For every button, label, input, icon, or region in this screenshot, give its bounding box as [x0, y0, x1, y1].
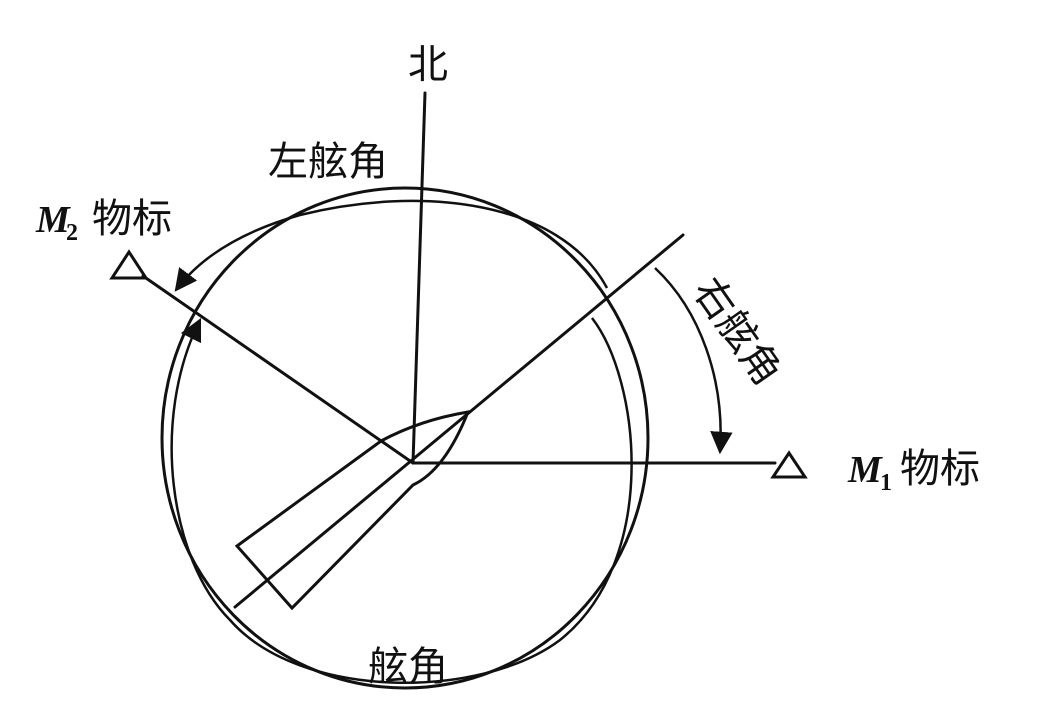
m2-label-sub: 2: [66, 220, 78, 246]
bearing-circle: [160, 186, 650, 690]
heading-line: [233, 233, 685, 609]
port-angle-arc: [174, 199, 609, 292]
m1-label-letter: M: [847, 449, 883, 491]
m1-label-text: 物标: [900, 446, 980, 491]
ship-hull: [234, 410, 471, 611]
starboard-angle-arc: [654, 267, 733, 455]
m2-label-letter: M: [35, 199, 71, 241]
bow-angle-label: 舷角: [368, 644, 448, 689]
north-label: 北: [408, 42, 448, 87]
bow-angle-arc: [170, 317, 633, 684]
m1-triangle-icon: [770, 450, 808, 479]
m2-label-text: 物标: [92, 196, 172, 241]
m2-triangle-icon: [109, 249, 149, 280]
m2-bearing-line: [141, 274, 415, 465]
m1-label-sub: 1: [880, 470, 892, 496]
north-line: [411, 91, 427, 465]
port-angle-label: 左舷角: [268, 139, 388, 184]
